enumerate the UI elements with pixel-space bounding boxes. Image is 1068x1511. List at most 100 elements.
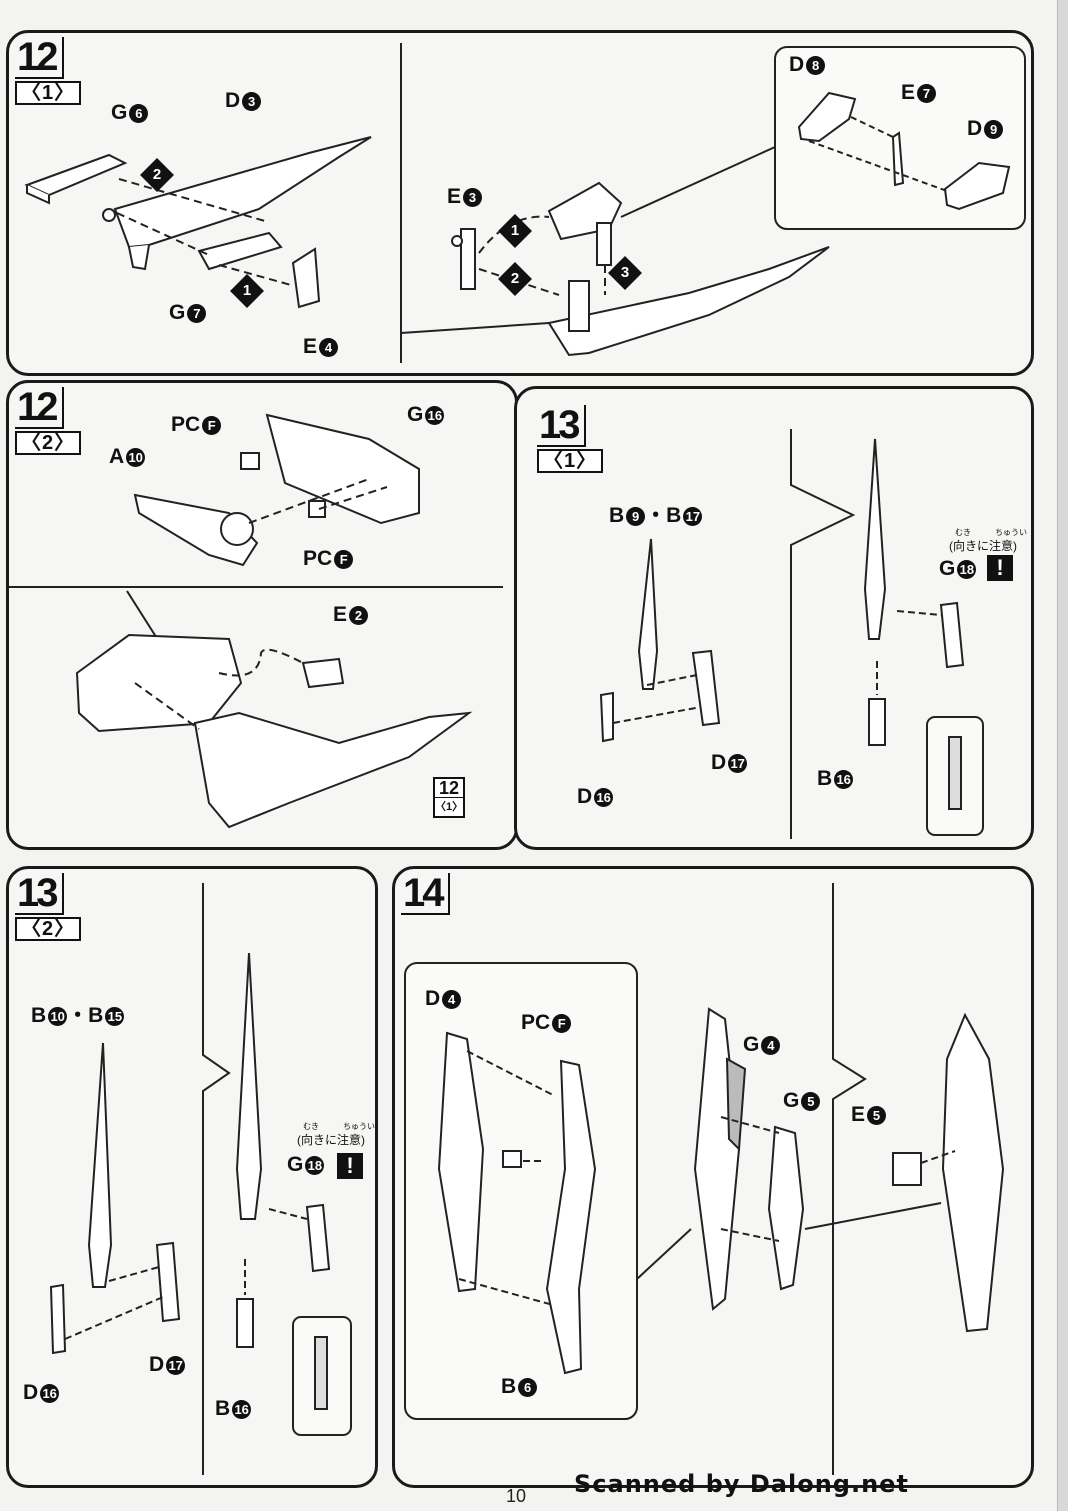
part-g16 xyxy=(265,413,420,525)
label-letter: B xyxy=(817,767,833,790)
caution-note: (向きに注意) xyxy=(297,1133,365,1147)
part-upper-joint xyxy=(547,181,623,266)
label-number: F xyxy=(202,415,222,435)
label-number: 16 xyxy=(594,787,614,807)
label-letter: B xyxy=(501,1375,517,1398)
label-letter: D xyxy=(789,53,805,76)
order-mark-text: 1 xyxy=(242,282,252,299)
label-number: F xyxy=(552,1013,572,1033)
part-pcf-top xyxy=(240,452,260,470)
part-g4-assembly xyxy=(693,1007,741,1311)
caution-ruby: むき ちゅうい xyxy=(955,528,1027,537)
label-number: 18 xyxy=(957,559,977,579)
label-letter: PC xyxy=(521,1011,551,1034)
part-assembled-blade xyxy=(235,952,263,1220)
part-a10 xyxy=(133,493,259,567)
label-letter: E xyxy=(851,1103,866,1126)
label-number: 3 xyxy=(242,91,262,111)
label-number: 10 xyxy=(48,1006,68,1026)
label-letter: B xyxy=(88,1004,104,1027)
step-number: 12 xyxy=(15,387,64,429)
label-number: 10 xyxy=(126,447,146,467)
label-separator: ・ xyxy=(67,1004,89,1027)
step-number: 13 xyxy=(537,405,586,447)
warning-icon: ! xyxy=(337,1153,363,1179)
label-letter: PC xyxy=(171,413,201,436)
label-letter: D xyxy=(967,117,983,140)
part-d16 xyxy=(599,691,614,743)
part-e5 xyxy=(892,1152,922,1186)
label-letter: G xyxy=(407,403,424,426)
part-d16 xyxy=(49,1283,67,1355)
label-number: 7 xyxy=(187,303,207,323)
label-letter: B xyxy=(31,1004,47,1027)
part-e3 xyxy=(451,228,476,290)
part-e2 xyxy=(301,657,345,689)
label-number: 9 xyxy=(984,119,1004,139)
step-number: 14 xyxy=(401,873,450,915)
label-number: 18 xyxy=(305,1155,325,1175)
part-assembly-frame xyxy=(75,633,243,733)
label-letter: D xyxy=(577,785,593,808)
label-letter: G xyxy=(743,1033,760,1056)
part-b16 xyxy=(868,698,886,746)
order-mark: 2 xyxy=(140,158,174,192)
part-pcf xyxy=(502,1150,522,1168)
label-letter: E xyxy=(333,603,348,626)
order-mark: 3 xyxy=(608,256,642,290)
label-separator: ・ xyxy=(645,504,667,527)
step-substep: 〈2〉 xyxy=(15,431,82,455)
label-letter: B xyxy=(215,1397,231,1420)
label-number: 16 xyxy=(232,1399,252,1419)
caution-note: (向きに注意) xyxy=(949,539,1017,553)
label-letter: B xyxy=(666,504,682,527)
caution-ruby: むき ちゅうい xyxy=(303,1122,375,1131)
label-letter: G xyxy=(939,557,956,580)
part-pcf-bottom xyxy=(308,500,326,518)
part-b6 xyxy=(545,1059,597,1375)
order-mark-text: 2 xyxy=(510,270,520,287)
label-number: 16 xyxy=(40,1383,60,1403)
part-d9 xyxy=(943,161,1011,211)
label-number: F xyxy=(334,549,354,569)
order-mark: 1 xyxy=(498,214,532,248)
label-letter: D xyxy=(23,1381,39,1404)
order-mark: 2 xyxy=(498,262,532,296)
step-substep: 〈1〉 xyxy=(15,81,82,105)
step-number: 12 xyxy=(15,37,64,79)
part-b10-b15 xyxy=(87,1042,113,1288)
part-b16 xyxy=(236,1298,254,1348)
label-letter: A xyxy=(109,445,125,468)
label-letter: G xyxy=(783,1089,800,1112)
part-g5 xyxy=(767,1125,805,1291)
label-letter: D xyxy=(425,987,441,1010)
label-number: 17 xyxy=(683,506,703,526)
part-assembled-blade xyxy=(863,438,887,640)
label-letter: E xyxy=(447,185,462,208)
step-13-2-drawing xyxy=(49,883,352,1475)
label-number: 4 xyxy=(319,337,339,357)
label-number: 16 xyxy=(425,405,445,425)
